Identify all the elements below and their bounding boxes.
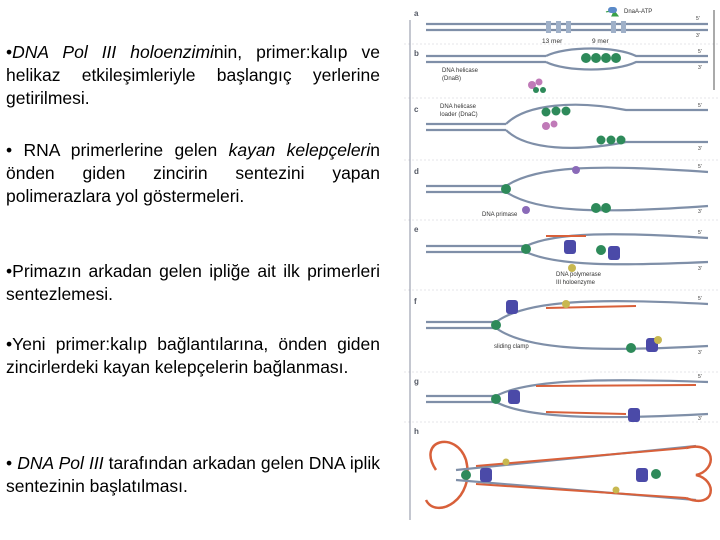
panel-letter-g: g — [414, 377, 419, 386]
end-label: 3' — [698, 350, 702, 356]
end-label: 3' — [698, 416, 702, 422]
label-9mer: 9 mer — [592, 38, 609, 45]
panel-e: DNA polymerase III holoenzyme 5' 3' — [426, 230, 709, 286]
bullet-2: • RNA primerlerine gelen kayan kelepçele… — [6, 139, 380, 208]
bullet-5: • DNA Pol III tarafından arkadan gelen D… — [6, 452, 380, 498]
bullet-1: •DNA Pol III holoenziminin, primer:kalıp… — [6, 41, 380, 110]
panel-g: 5' 3' — [426, 374, 709, 422]
bullet-mark: • — [6, 42, 13, 62]
label-polymerase-sub: III holoenzyme — [556, 280, 596, 286]
panel-d: DNA primase 5' 3' — [426, 164, 709, 218]
end-label: 3' — [698, 65, 702, 71]
label-13mer: 13 mer — [542, 38, 563, 45]
panel-letter-b: b — [414, 49, 419, 58]
end-label: 5' — [696, 16, 700, 22]
bullet-mark: • — [6, 140, 24, 160]
end-label: 5' — [698, 49, 702, 55]
panel-separators — [404, 43, 720, 423]
label-polymerase: DNA polymerase — [556, 272, 602, 278]
panel-letter-h: h — [414, 427, 419, 436]
panel-letters: a b c d e f g h — [414, 9, 419, 436]
label-primase: DNA primase — [482, 212, 518, 218]
label-loader-sub: loader (DnaC) — [440, 112, 478, 118]
bullet-5-text: tarafından arkadan gelen DNA iplik sente… — [6, 453, 381, 496]
bullet-1-text: nin, primer:kalıp ve helikaz etkileşimle… — [6, 42, 380, 108]
end-label: 5' — [698, 103, 702, 109]
end-label: 5' — [698, 374, 702, 380]
end-label: 3' — [696, 33, 700, 39]
panel-letter-a: a — [414, 9, 419, 18]
bullet-4: •Yeni primer:kalıp bağlantılarına, önden… — [6, 333, 380, 379]
panel-c: DNA helicase loader (DnaC) 5' 3' — [426, 103, 708, 152]
panel-f: sliding clamp 5' 3' — [426, 296, 709, 356]
bullet-3-text: Primazın arkadan gelen ipliğe ait ilk pr… — [6, 261, 380, 304]
bullet-3: •Primazın arkadan gelen ipliğe ait ilk p… — [6, 260, 380, 306]
panel-b: DNA helicase (DnaB) 5' 3' — [426, 47, 708, 93]
end-label: 5' — [698, 230, 702, 236]
panel-letter-e: e — [414, 225, 419, 234]
bullet-mark: • — [6, 261, 13, 281]
end-label: 5' — [698, 296, 702, 302]
panel-h — [424, 440, 712, 510]
label-loader: DNA helicase — [440, 104, 477, 110]
end-label: 3' — [698, 266, 702, 272]
panel-letter-d: d — [414, 167, 419, 176]
label-dnaa-atp: DnaA-ATP — [624, 9, 652, 15]
label-helicase-sub: (DnaB) — [442, 76, 461, 82]
bullet-mark: • — [6, 334, 13, 354]
panel-letter-f: f — [414, 297, 417, 306]
replication-initiation-figure: a b c d e f g h DnaA-ATP 13 mer 9 mer 5'… — [404, 7, 720, 520]
end-label: 5' — [698, 164, 702, 170]
bullet-1-emphasis: DNA Pol III holoenzimi — [12, 42, 214, 62]
bullet-2-text: n önden giden zincirin sentezini yapan p… — [6, 140, 380, 206]
label-helicase: DNA helicase — [442, 68, 479, 74]
label-clamp: sliding clamp — [494, 344, 529, 350]
bullet-2-emphasis: kayan kelepçeleri — [228, 140, 371, 160]
panel-a: DnaA-ATP 13 mer 9 mer 5' 3' — [426, 7, 708, 45]
end-label: 3' — [698, 209, 702, 215]
panel-letter-c: c — [414, 105, 419, 114]
bullet-2-lead: RNA primerlerine gelen — [23, 140, 229, 160]
end-label: 3' — [698, 146, 702, 152]
bullet-5-emphasis: DNA Pol III — [17, 453, 104, 473]
bullet-mark: • — [6, 453, 18, 473]
bullet-4-text: Yeni primer:kalıp bağlantılarına, önden … — [6, 334, 380, 377]
